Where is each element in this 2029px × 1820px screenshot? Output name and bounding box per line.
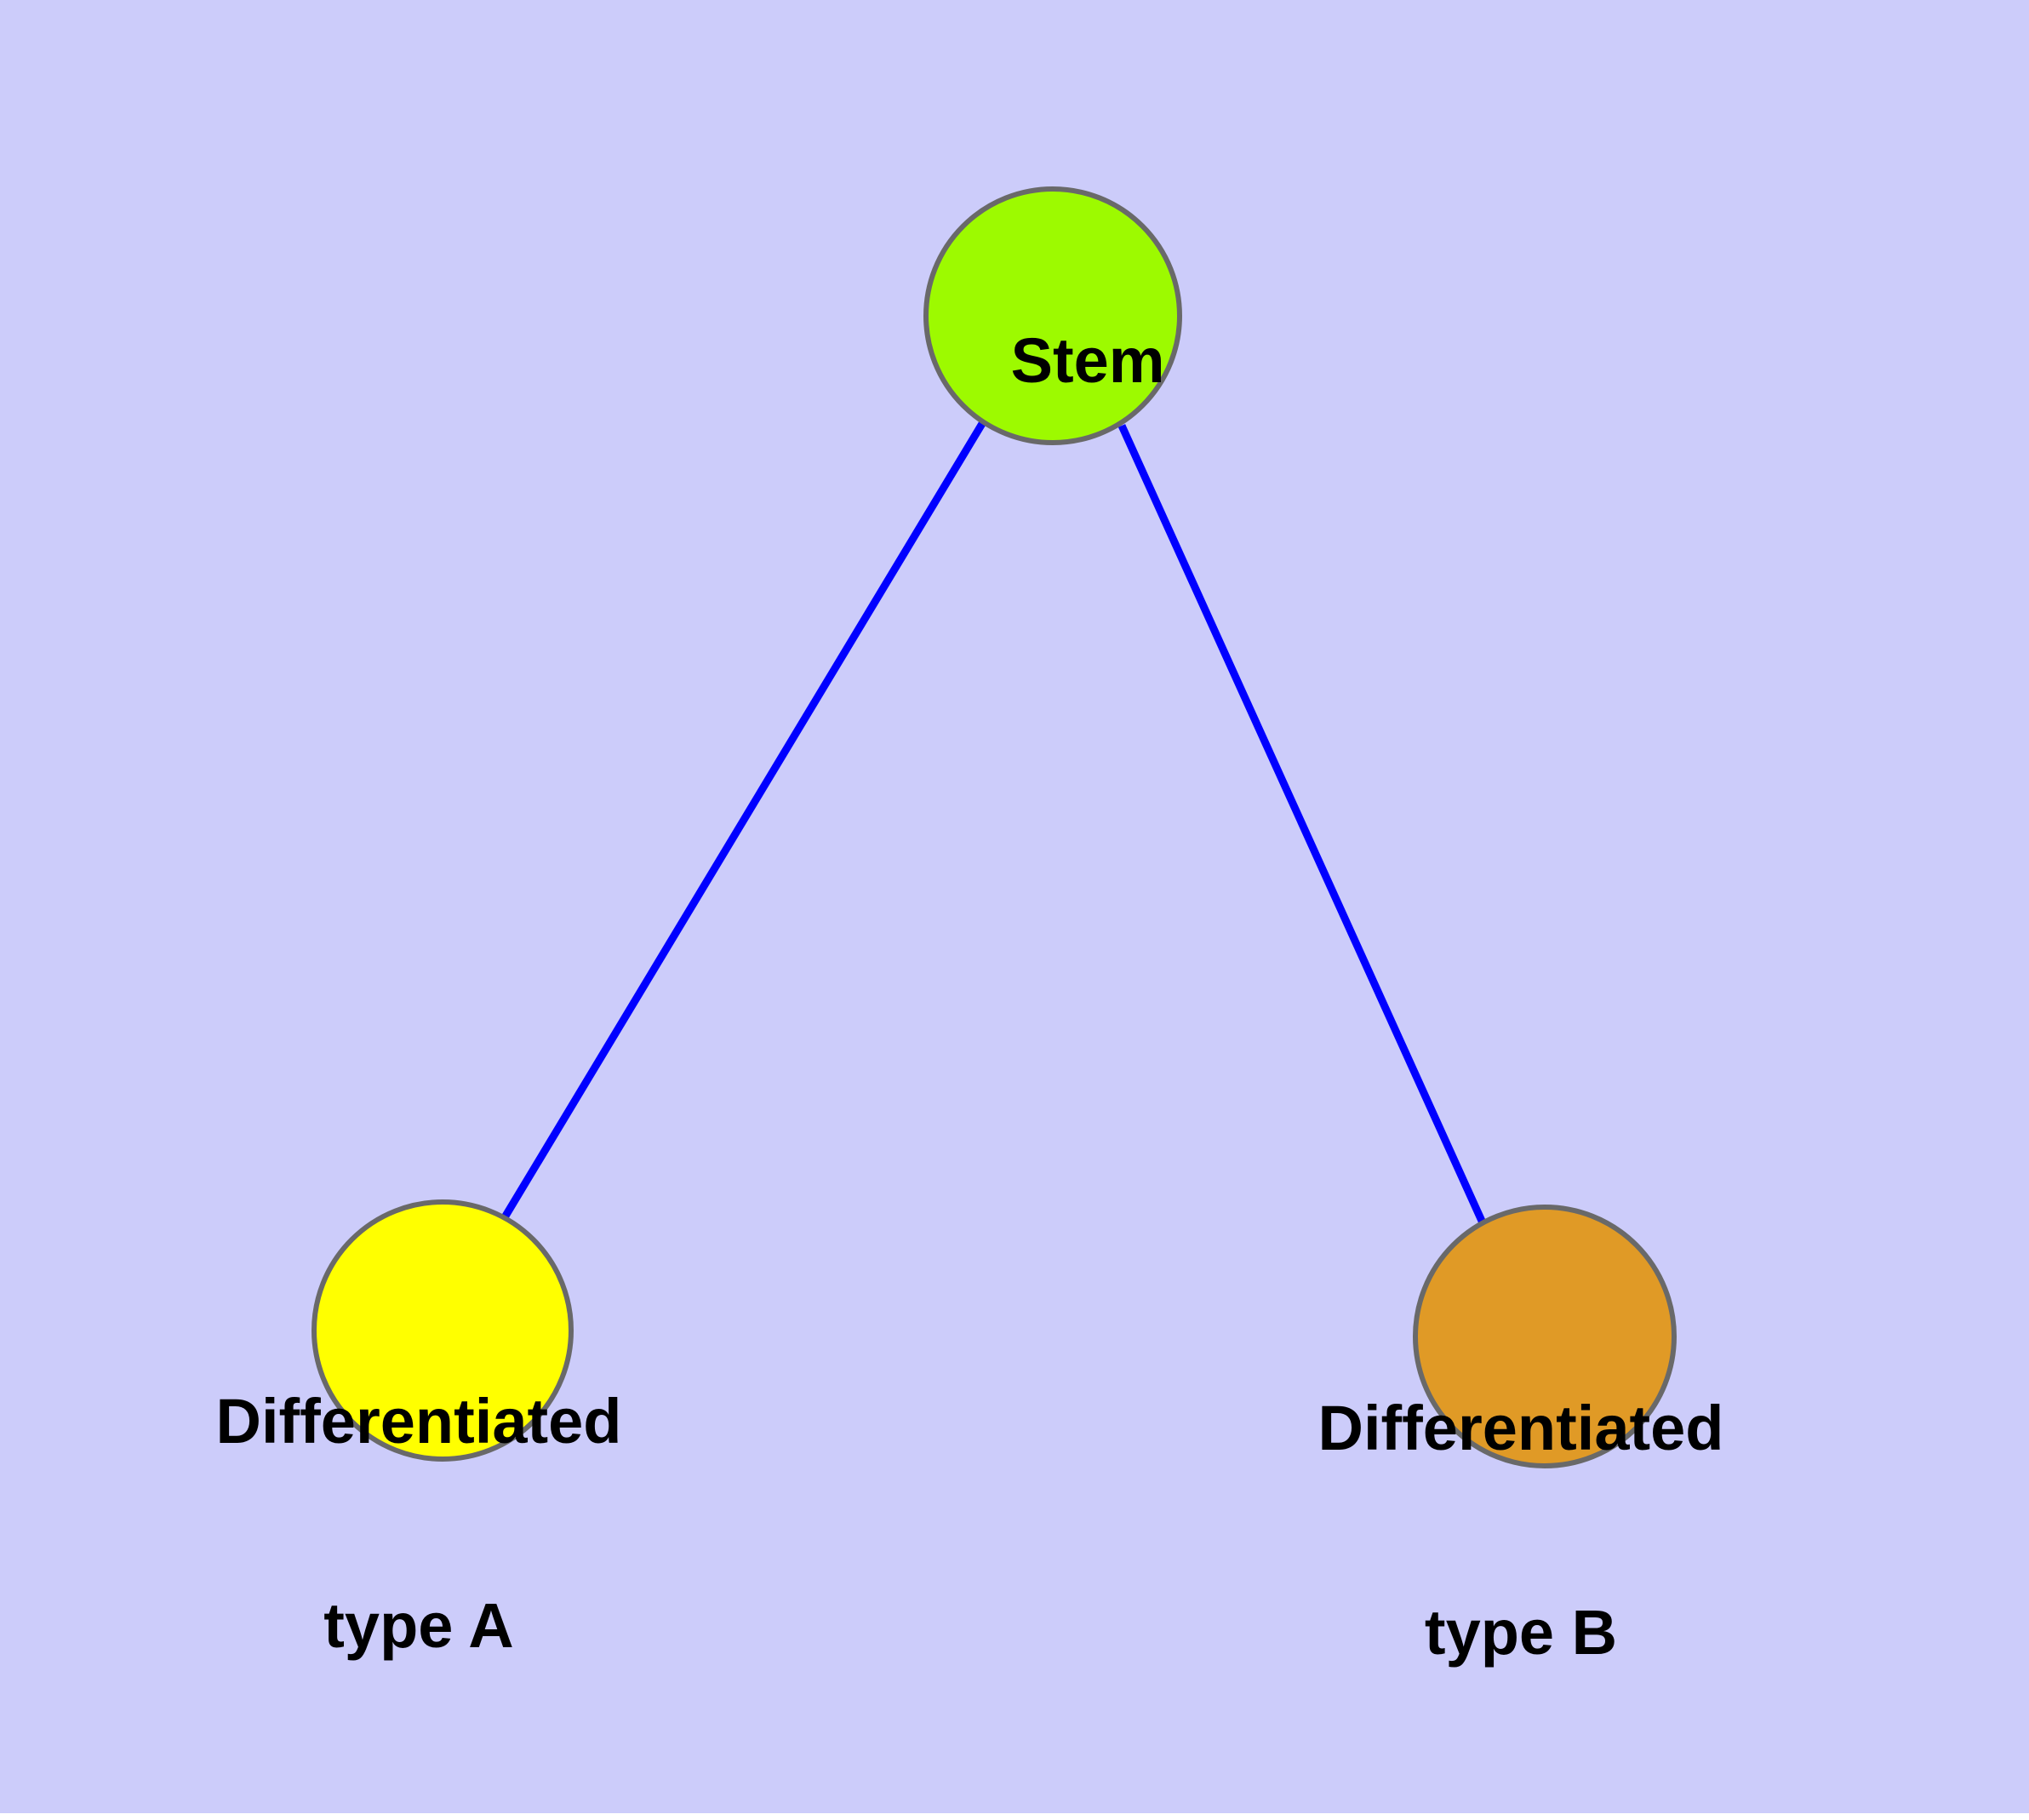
- node-stem[interactable]: [923, 186, 1182, 445]
- edge-layer: [499, 420, 1489, 1230]
- edge-stem-to-differentiated-type-a: [499, 420, 986, 1224]
- edge-stem-to-differentiated-type-b: [1117, 424, 1489, 1230]
- node-layer: [311, 186, 1677, 1468]
- node-differentiated-type-b[interactable]: [1413, 1205, 1677, 1468]
- node-differentiated-type-a[interactable]: [311, 1199, 574, 1462]
